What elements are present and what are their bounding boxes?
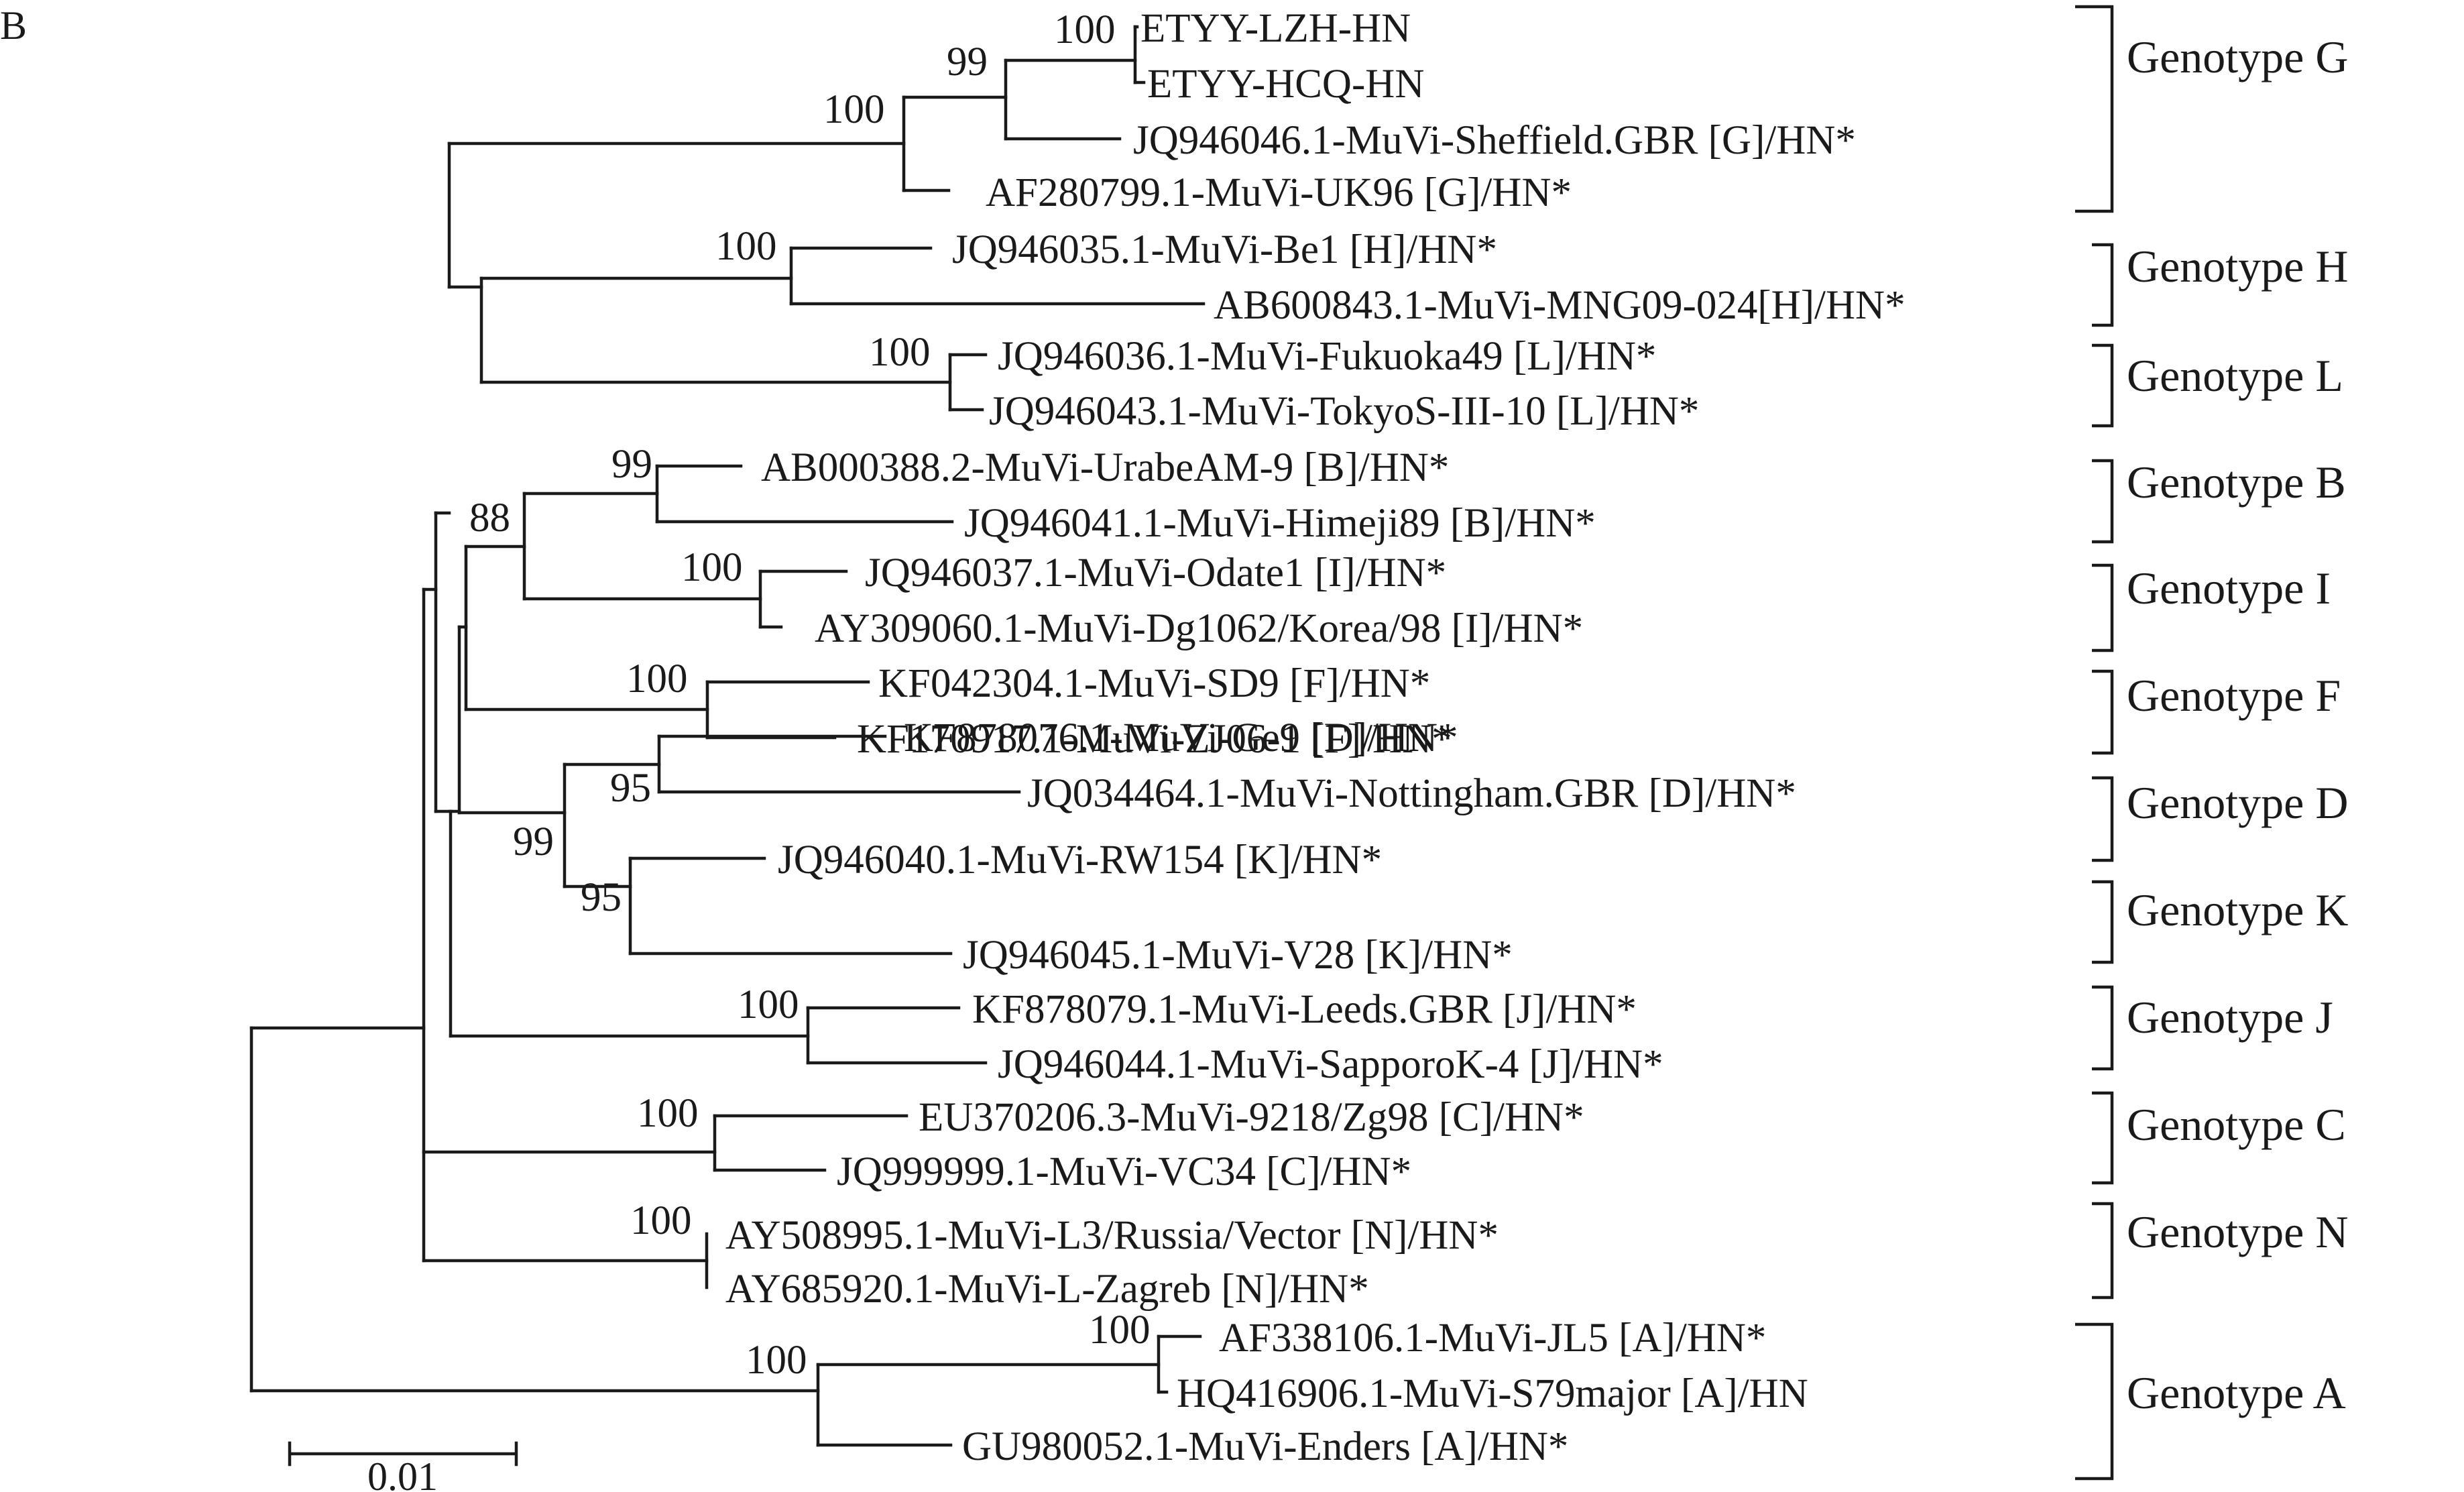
bootstrap-value: 100 [1089, 1308, 1151, 1353]
tip-label: JQ946046.1-MuVi-Sheffield.GBR [G]/HN* [1133, 118, 1856, 163]
bootstrap-value: 100 [630, 1198, 692, 1243]
bootstrap-value: 100 [626, 656, 688, 701]
tip-label: KF170917.1-MuVi-ZJ06-1 [F]/HN* [857, 717, 1452, 762]
bootstrap-value: 88 [469, 496, 510, 540]
bootstrap-value: 100 [746, 1338, 807, 1383]
scale-bar: 0.01 [288, 1441, 518, 1492]
bootstrap-value: 100 [1054, 7, 1116, 52]
bootstrap-value: 95 [610, 766, 651, 811]
tip-label: ETYY-HCQ-HN [1147, 62, 1424, 107]
genotype-bracket [2075, 5, 2114, 213]
tip-label: AF338106.1-MuVi-JL5 [A]/HN* [1219, 1316, 1766, 1361]
tip-label: JQ946041.1-MuVi-Himeji89 [B]/HN* [964, 501, 1596, 546]
tip-label: ETYY-LZH-HN [1140, 6, 1411, 51]
genotype-label: Genotype I [2127, 563, 2331, 614]
genotype-label: Genotype N [2127, 1206, 2348, 1257]
genotype-label: Genotype K [2127, 884, 2348, 935]
genotype-bracket [2075, 1322, 2114, 1481]
tip-label: KF042304.1-MuVi-SD9 [F]/HN* [878, 661, 1430, 706]
tip-label: GU980052.1-MuVi-Enders [A]/HN* [962, 1424, 1568, 1469]
bootstrap-value: 100 [869, 330, 931, 375]
bootstrap-value: 99 [611, 442, 652, 487]
genotype-bracket [2092, 1091, 2114, 1185]
genotype-label: Genotype L [2127, 350, 2343, 401]
genotype-label: Genotype F [2127, 670, 2341, 721]
tip-label: KF878076.1-MuVi-Ge9 [D]/HN* [904, 715, 1458, 760]
bootstrap-value: 95 [581, 875, 622, 920]
bootstrap-value: 99 [947, 40, 988, 84]
genotype-labels: Genotype G Genotype H Genotype L Genotyp… [2127, 32, 2348, 1418]
tip-label: JQ946045.1-MuVi-V28 [K]/HN* [963, 933, 1513, 978]
tip-label: KF878079.1-MuVi-Leeds.GBR [J]/HN* [972, 987, 1637, 1032]
genotype-label: Genotype J [2127, 992, 2333, 1043]
genotype-bracket [2092, 563, 2114, 652]
genotype-label: Genotype H [2127, 241, 2348, 292]
bootstrap-value: 100 [738, 982, 799, 1027]
tip-label: JQ946044.1-MuVi-SapporoK-4 [J]/HN* [998, 1042, 1663, 1087]
genotype-label: Genotype C [2127, 1099, 2346, 1150]
tip-label: AY685920.1-MuVi-L-Zagreb [N]/HN* [725, 1267, 1369, 1312]
genotype-bracket [2092, 669, 2114, 755]
tip-label: HQ416906.1-MuVi-S79major [A]/HN [1177, 1371, 1808, 1416]
tip-labels: ETYY-LZH-HN ETYY-HCQ-HN JQ946046.1-MuVi-… [725, 6, 1905, 1469]
genotype-bracket [2092, 1202, 2114, 1300]
tip-label: JQ034464.1-MuVi-Nottingham.GBR [D]/HN* [1027, 771, 1796, 816]
tip-label: EU370206.3-MuVi-9218/Zg98 [C]/HN* [919, 1095, 1584, 1140]
genotype-bracket [2092, 776, 2114, 862]
genotype-bracket [2092, 880, 2114, 964]
bootstrap-value: 99 [513, 819, 554, 864]
tip-label: JQ946040.1-MuVi-RW154 [K]/HN* [778, 838, 1382, 882]
genotype-bracket [2092, 243, 2114, 327]
genotype-label: Genotype B [2127, 457, 2346, 508]
tip-label: JQ946043.1-MuVi-TokyoS-III-10 [L]/HN* [989, 389, 1699, 434]
bootstrap-value: 100 [823, 87, 885, 132]
bootstrap-value: 100 [637, 1091, 699, 1136]
tip-label: AB000388.2-MuVi-UrabeAM-9 [B]/HN* [761, 445, 1449, 490]
tip-label: JQ946035.1-MuVi-Be1 [H]/HN* [952, 227, 1497, 272]
tip-label: JQ946037.1-MuVi-Odate1 [I]/HN* [865, 551, 1446, 595]
genotype-bracket [2092, 985, 2114, 1071]
scale-bar-label: 0.01 [367, 1454, 438, 1492]
tree-branches [249, 25, 1206, 1447]
genotype-label: Genotype A [2127, 1367, 2346, 1418]
tip-label: JQ999999.1-MuVi-VC34 [C]/HN* [837, 1149, 1411, 1194]
genotype-bracket [2092, 459, 2114, 544]
panel-label: B [0, 3, 27, 48]
tip-label: AY309060.1-MuVi-Dg1062/Korea/98 [I]/HN* [815, 606, 1583, 651]
bootstrap-values: 100 99 100 100 100 99 88 100 100 95 99 9… [469, 7, 1151, 1383]
tip-label: AF280799.1-MuVi-UK96 [G]/HN* [986, 170, 1572, 215]
scale-bar-line [288, 1441, 518, 1467]
genotype-label: Genotype G [2127, 32, 2348, 82]
tip-label: AB600843.1-MuVi-MNG09-024[H]/HN* [1214, 283, 1905, 328]
bootstrap-value: 100 [681, 545, 743, 590]
tip-label: JQ946036.1-MuVi-Fukuoka49 [L]/HN* [998, 334, 1656, 379]
genotype-label: Genotype D [2127, 777, 2348, 828]
bootstrap-value: 100 [715, 224, 777, 269]
tip-label: AY508995.1-MuVi-L3/Russia/Vector [N]/HN* [725, 1213, 1499, 1258]
genotype-brackets [2075, 5, 2114, 1481]
genotype-bracket [2092, 343, 2114, 428]
